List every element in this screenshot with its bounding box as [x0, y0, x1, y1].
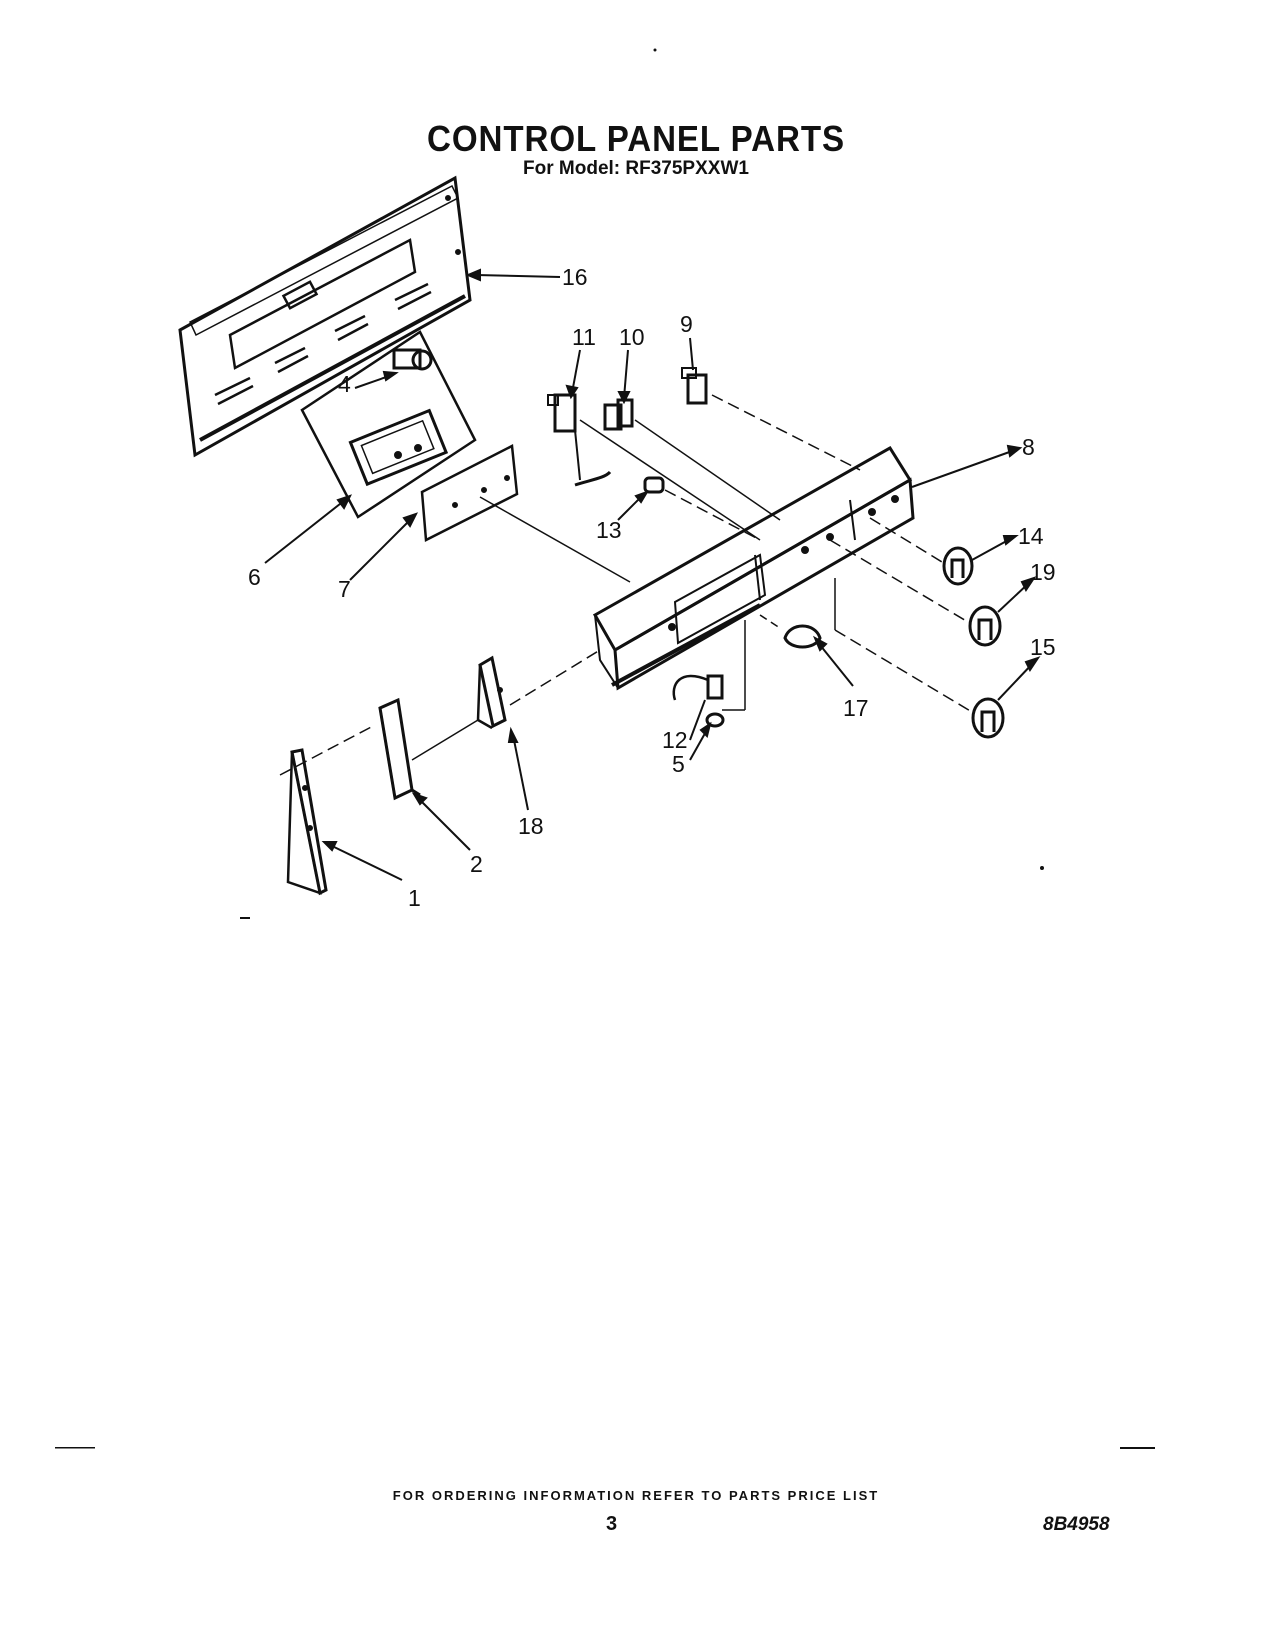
- lamp-socket-part-12: [672, 620, 746, 741]
- part-number-labels: 16 11 10 9 4 8 13 14 19 6 7 15 17 12 5 1…: [248, 264, 1056, 911]
- overlay-plate-part-7: [349, 444, 631, 583]
- knob-part-15: [834, 578, 1041, 739]
- knob-part-19: [829, 539, 1037, 647]
- switch-part-13: [617, 476, 761, 541]
- bulb-part-5: [689, 712, 725, 761]
- switch-part-10: [603, 349, 781, 521]
- end-panel-part-1: [279, 724, 403, 896]
- callout-14: 14: [1018, 523, 1044, 549]
- callout-4: 4: [338, 371, 351, 397]
- page-number: 3: [606, 1513, 618, 1535]
- callout-13: 13: [596, 517, 622, 543]
- end-cap-part-2: [378, 697, 479, 851]
- callout-8: 8: [1022, 434, 1035, 460]
- callout-9: 9: [680, 311, 693, 337]
- scan-marks: [55, 48, 1155, 1449]
- bracket-part-18: [476, 649, 601, 811]
- callout-18: 18: [518, 813, 544, 839]
- document-number: 8B4958: [1043, 1514, 1110, 1535]
- callout-6: 6: [248, 564, 261, 590]
- model-subtitle: For Model: RF375PXXW1: [523, 158, 749, 179]
- indicator-light-part-17: [759, 614, 854, 687]
- clock-bracket-part-6: [264, 330, 477, 564]
- callout-16: 16: [562, 264, 588, 290]
- switch-part-9: [681, 337, 861, 471]
- callout-5: 5: [672, 751, 685, 777]
- page-title: CONTROL PANEL PARTS: [426, 118, 845, 159]
- callout-11: 11: [572, 324, 596, 350]
- console-panel-part-16: [178, 175, 561, 458]
- ordering-info-footer: FOR ORDERING INFORMATION REFER TO PARTS …: [392, 1488, 880, 1503]
- callout-7: 7: [338, 576, 351, 602]
- knob-part-14: [869, 517, 1019, 586]
- callout-10: 10: [619, 324, 645, 350]
- callout-2: 2: [470, 851, 483, 877]
- callout-19: 19: [1030, 559, 1056, 585]
- control-bar-part-8: [592, 444, 1023, 691]
- knob-part-4: [354, 348, 433, 389]
- callout-15: 15: [1030, 634, 1056, 660]
- switch-part-11: [547, 349, 761, 541]
- callout-1: 1: [408, 885, 421, 911]
- callout-17: 17: [843, 695, 869, 721]
- callout-12: 12: [662, 727, 688, 753]
